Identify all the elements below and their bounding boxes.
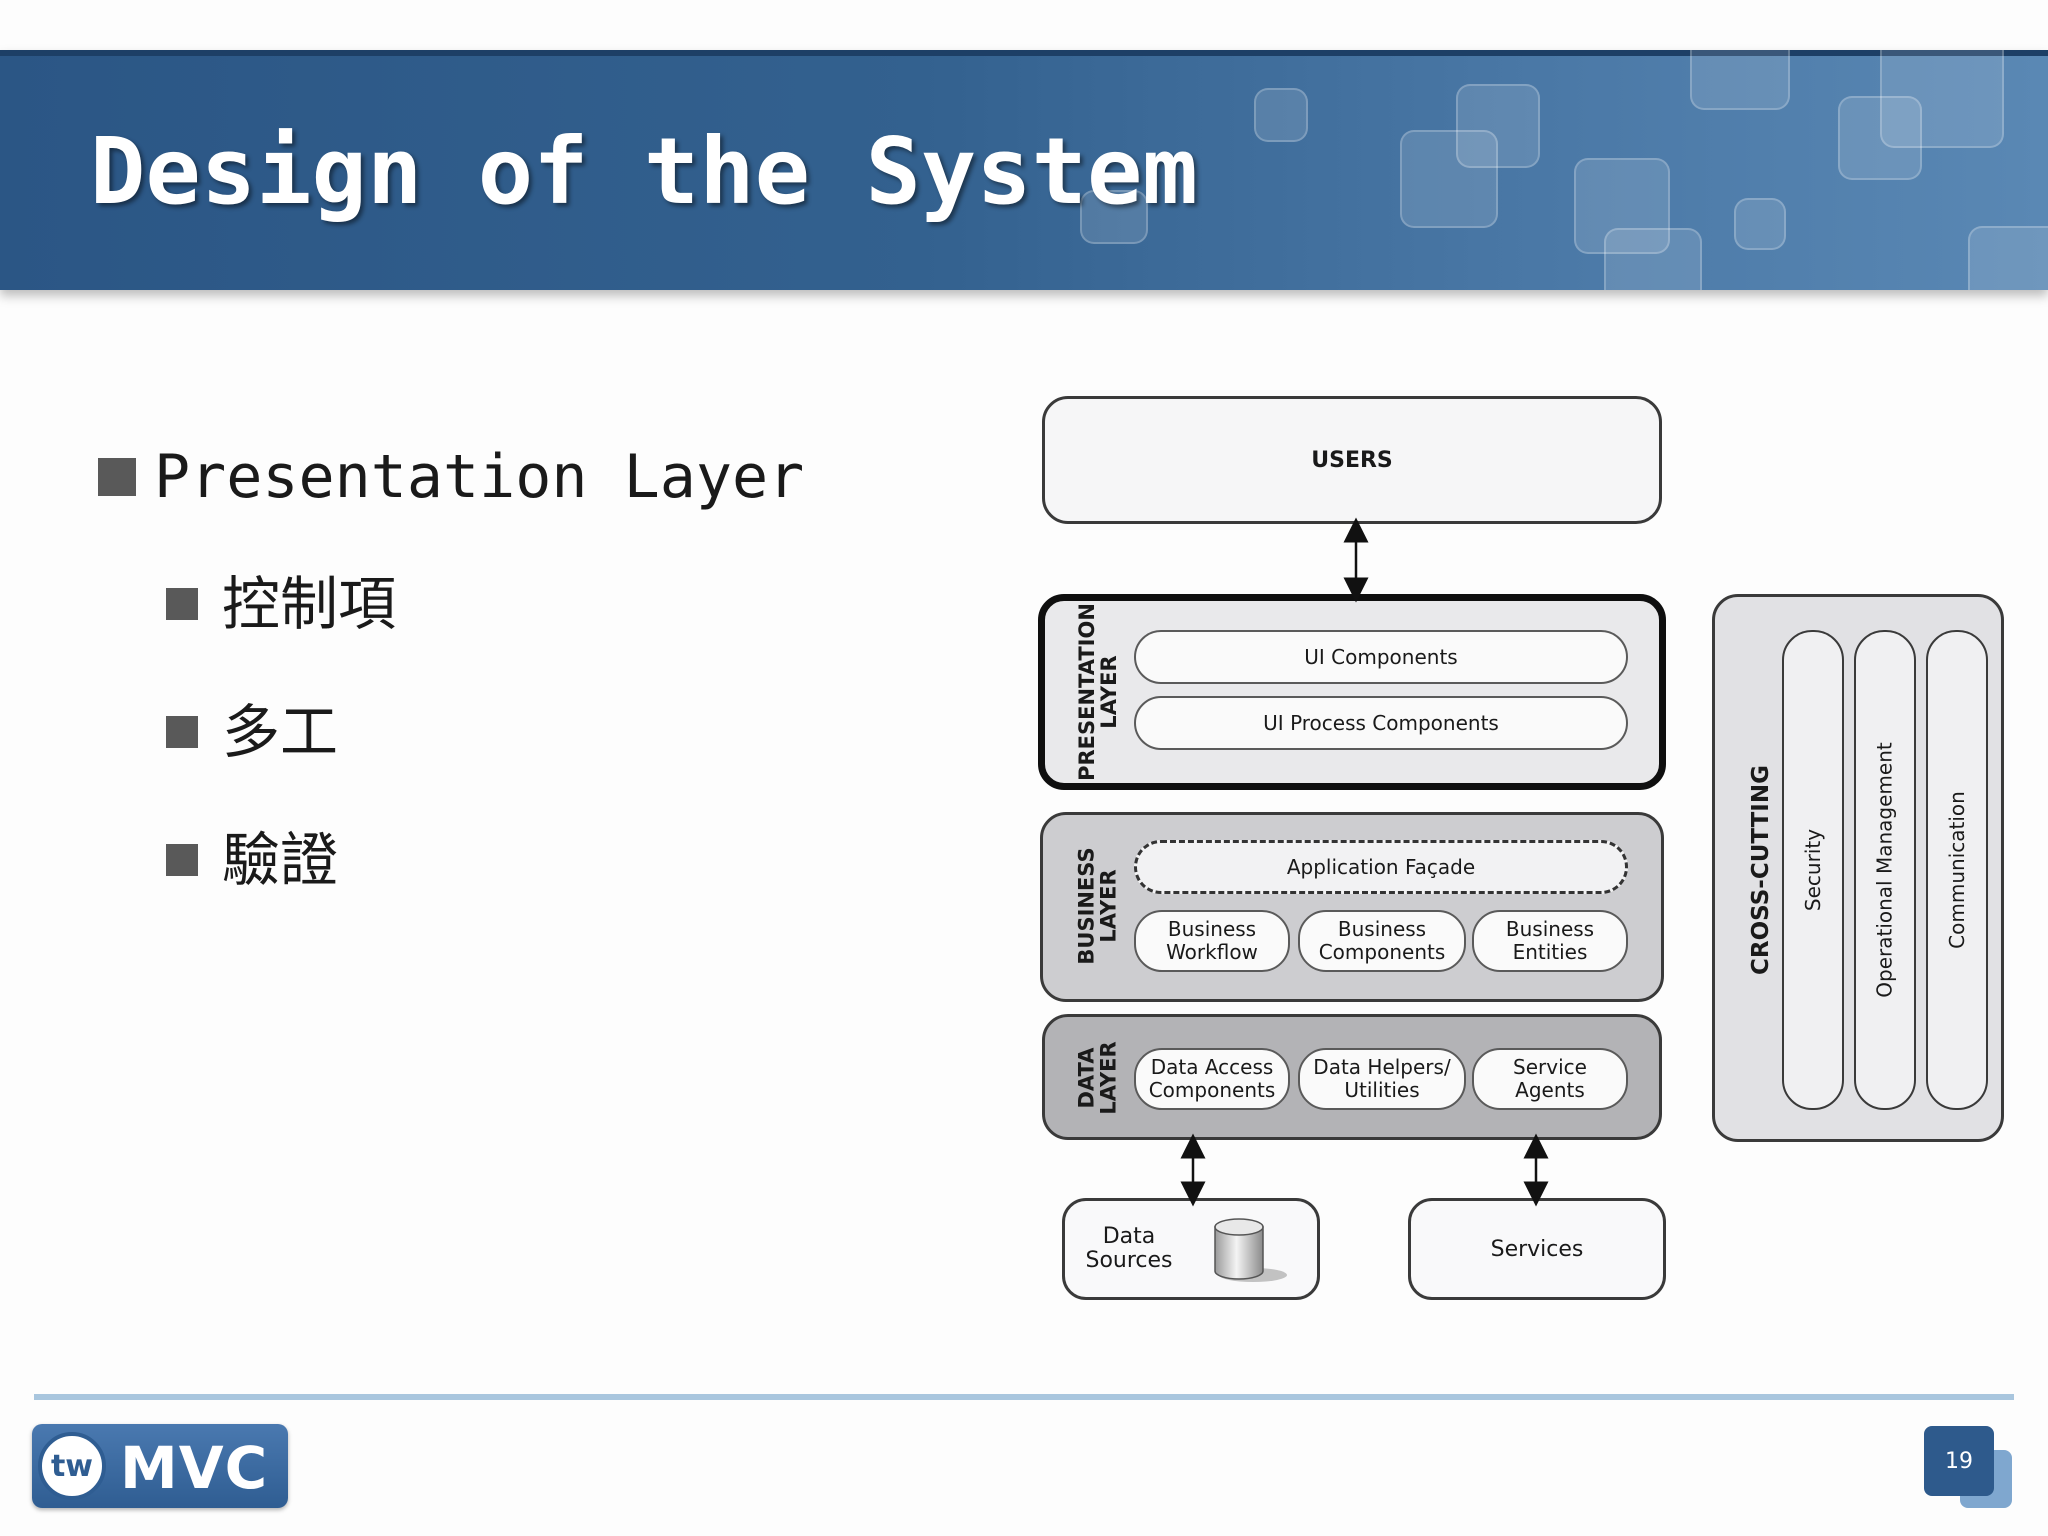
- business-workflow: Business Workflow: [1134, 910, 1290, 972]
- bullet-text: 控制項: [222, 570, 397, 638]
- decor-square: [1254, 88, 1308, 142]
- ui-process-components: UI Process Components: [1134, 696, 1628, 750]
- users-box: USERS: [1042, 396, 1662, 524]
- bullet-square-icon: [166, 716, 198, 748]
- decor-square: [1968, 226, 2048, 290]
- logo-badge: tw: [38, 1432, 106, 1500]
- title-banner: Design of the System: [0, 50, 2048, 290]
- decor-square: [1880, 50, 2004, 148]
- data-helpers-utilities: Data Helpers/ Utilities: [1298, 1048, 1466, 1110]
- decor-square: [1734, 198, 1786, 250]
- decor-square: [1400, 130, 1498, 228]
- bullet-text: Presentation Layer: [154, 442, 805, 512]
- bullet-text: 多工: [222, 698, 339, 766]
- ui-components: UI Components: [1134, 630, 1628, 684]
- bullet-text: 驗證: [222, 826, 339, 894]
- decor-square: [1604, 228, 1702, 290]
- data-access-components: Data Access Components: [1134, 1048, 1290, 1110]
- twmvc-logo: tw MVC: [32, 1424, 288, 1508]
- services-box: Services: [1408, 1198, 1666, 1300]
- bullet-square-icon: [98, 458, 136, 496]
- decor-square: [1456, 84, 1540, 168]
- communication-pillar: [1926, 630, 1988, 1110]
- application-facade: Application Façade: [1134, 840, 1628, 894]
- data-sources-box: Data Sources: [1062, 1198, 1320, 1300]
- bullet-square-icon: [166, 844, 198, 876]
- decor-square: [1574, 158, 1670, 254]
- service-agents: Service Agents: [1472, 1048, 1628, 1110]
- slide-title: Design of the System: [90, 118, 1198, 225]
- decor-square: [1080, 190, 1148, 244]
- database-cylinder-icon: [1214, 1218, 1287, 1282]
- business-components: Business Components: [1298, 910, 1466, 972]
- security-pillar: [1782, 630, 1844, 1110]
- footer-divider: [34, 1394, 2014, 1400]
- page-number: 19: [1924, 1426, 1994, 1496]
- operational-management-pillar: [1854, 630, 1916, 1110]
- business-entities: Business Entities: [1472, 910, 1628, 972]
- bullet-square-icon: [166, 588, 198, 620]
- presentation-layer: [1038, 594, 1666, 790]
- data-sources-label: Data Sources: [1085, 1224, 1173, 1273]
- decor-square: [1690, 50, 1790, 110]
- logo-text: MVC: [120, 1434, 269, 1502]
